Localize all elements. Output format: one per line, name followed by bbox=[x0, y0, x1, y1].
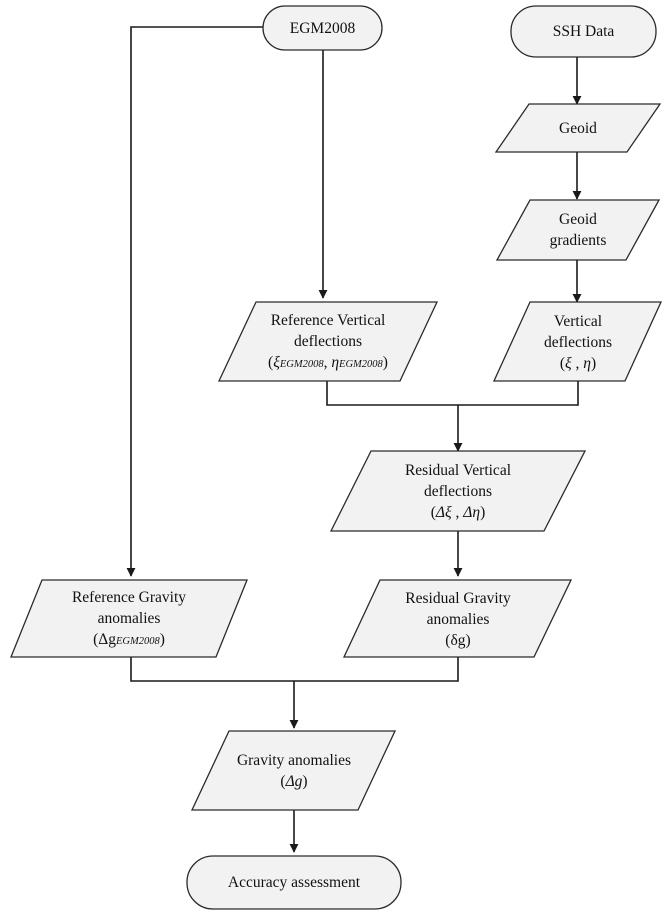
node-residual-vertical-math: (Δξ , Δη) bbox=[430, 504, 486, 521]
node-geoid-label: Geoid bbox=[559, 119, 597, 137]
node-ssh-shape bbox=[510, 5, 657, 58]
node-vertical: Vertical deflections (ξ , η) bbox=[503, 304, 653, 380]
node-ref-vertical-line2: deflections bbox=[293, 332, 362, 350]
node-ssh-data-label: SSH Data bbox=[552, 23, 615, 40]
node-geoid-gradients: Geoid gradients bbox=[500, 200, 656, 260]
node-ref-vertical-line1: Reference Vertical bbox=[270, 311, 386, 329]
node-ref-vertical: Reference Vertical deflections (ξEGM2008… bbox=[228, 304, 428, 380]
edge-merge-deflections bbox=[326, 381, 579, 406]
node-gravity: Gravity anomalies (Δg) bbox=[205, 733, 383, 809]
eta-symbol: η bbox=[583, 354, 591, 372]
node-residual-vertical: Residual Vertical deflections (Δξ , Δη) bbox=[345, 453, 571, 530]
delta-g-subscript: EGM2008 bbox=[115, 635, 160, 647]
node-vertical-line2: deflections bbox=[543, 333, 612, 351]
xi-symbol: ξ bbox=[565, 354, 572, 372]
node-geoid-gradients-line2: gradients bbox=[549, 232, 607, 249]
node-residual-vertical-shape bbox=[329, 450, 587, 532]
edge-merge-gravity bbox=[130, 657, 459, 682]
node-residual-gravity-line1: Residual Gravity bbox=[405, 589, 511, 607]
delta-eta-symbol: Δη bbox=[463, 504, 481, 521]
delta-xi-symbol: Δξ bbox=[435, 504, 452, 521]
eta-subscript: EGM2008 bbox=[339, 358, 383, 370]
edge-egm2008-to-ref-gravity bbox=[126, 26, 263, 577]
connectors bbox=[126, 26, 582, 853]
delta-g-symbol: Δg bbox=[98, 630, 116, 648]
node-residual-vertical-line1: Residual Vertical bbox=[404, 462, 512, 479]
node-gravity-line1: Gravity anomalies bbox=[236, 752, 352, 769]
node-residual-vertical-line2: deflections bbox=[423, 483, 492, 500]
node-ref-gravity: Reference Gravity anomalies (ΔgEGM2008) bbox=[26, 582, 232, 656]
node-accuracy: Accuracy assessment bbox=[187, 856, 401, 909]
node-ref-gravity-line1: Reference Gravity bbox=[71, 588, 187, 606]
node-geoid: Geoid bbox=[500, 104, 656, 152]
node-ref-vertical-math: (ξEGM2008, ηEGM2008) bbox=[268, 353, 388, 371]
node-ssh-data: SSH Data bbox=[511, 6, 656, 57]
eta-symbol: η bbox=[331, 353, 340, 371]
node-ref-gravity-math: (ΔgEGM2008) bbox=[93, 630, 165, 648]
node-residual-gravity: Residual Gravity anomalies (δg) bbox=[360, 582, 556, 656]
node-accuracy-label: Accuracy assessment bbox=[227, 874, 361, 891]
small-delta-g-symbol: δg bbox=[450, 631, 466, 649]
node-vertical-math: (ξ , η) bbox=[559, 354, 597, 372]
node-vertical-line1: Vertical bbox=[553, 312, 603, 330]
node-vertical-shape bbox=[492, 301, 663, 382]
node-gravity-shape bbox=[190, 730, 397, 811]
node-geoid-gradients-line1: Geoid bbox=[559, 211, 597, 228]
node-egm2008-label: EGM2008 bbox=[289, 19, 356, 37]
node-accuracy-shape bbox=[186, 855, 402, 910]
node-ref-gravity-line2: anomalies bbox=[97, 609, 161, 627]
node-ref-gravity-shape bbox=[10, 579, 248, 658]
xi-subscript: EGM2008 bbox=[279, 358, 324, 370]
xi-symbol: ξ bbox=[273, 353, 280, 371]
node-residual-gravity-math: (δg) bbox=[445, 631, 471, 649]
node-egm2008-shape bbox=[262, 5, 383, 51]
delta-g-symbol: Δg bbox=[285, 773, 303, 790]
node-residual-gravity-shape bbox=[342, 579, 573, 658]
node-gravity-math: (Δg) bbox=[280, 773, 308, 790]
node-ref-vertical-shape bbox=[217, 301, 439, 382]
node-geoid-shape bbox=[494, 103, 662, 153]
node-residual-gravity-line2: anomalies bbox=[426, 610, 490, 628]
node-egm2008: EGM2008 bbox=[263, 6, 382, 50]
node-gradients-shape bbox=[495, 199, 661, 261]
